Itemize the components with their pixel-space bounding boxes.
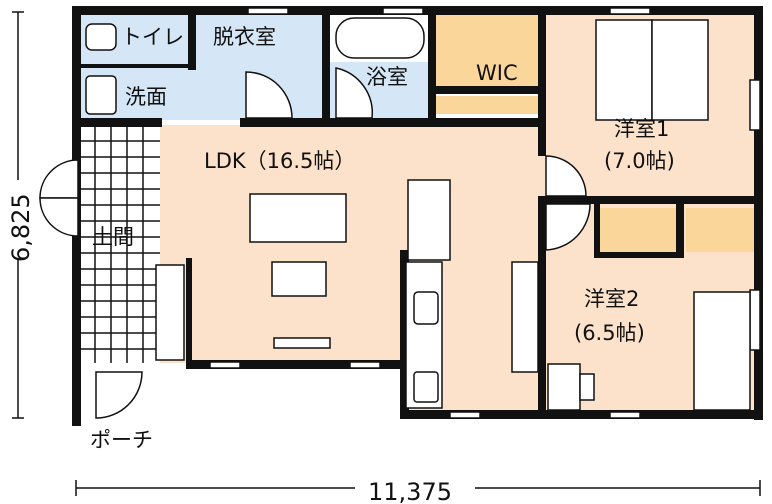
doors: [39, 67, 591, 419]
wic-area: [436, 14, 540, 88]
label-wic: WIC: [476, 61, 518, 85]
label-porch: ポーチ: [90, 428, 153, 452]
label-toilet: トイレ: [121, 25, 184, 49]
label-doma: 土間: [92, 225, 134, 249]
label-bedroom2-size: (6.5帖): [574, 321, 645, 345]
fixtures: [85, 17, 751, 411]
dimension-width: 11,375: [368, 478, 452, 504]
label-washroom: 洗面: [125, 85, 167, 109]
label-bedroom1-size: (7.0帖): [604, 149, 675, 173]
label-bedroom1-name: 洋室1: [614, 117, 669, 141]
label-bedroom2-name: 洋室2: [584, 287, 639, 311]
closet-2: [686, 208, 756, 252]
doma-tiles: [80, 125, 185, 363]
closet-1: [600, 208, 676, 252]
dimension-depth: 6,825: [7, 193, 35, 262]
wic-shelf: [436, 96, 540, 114]
label-ldk: LDK（16.5帖）: [204, 149, 355, 173]
windows: [209, 7, 761, 419]
label-bath: 浴室: [366, 65, 408, 89]
label-dressing-room: 脱衣室: [213, 25, 276, 49]
